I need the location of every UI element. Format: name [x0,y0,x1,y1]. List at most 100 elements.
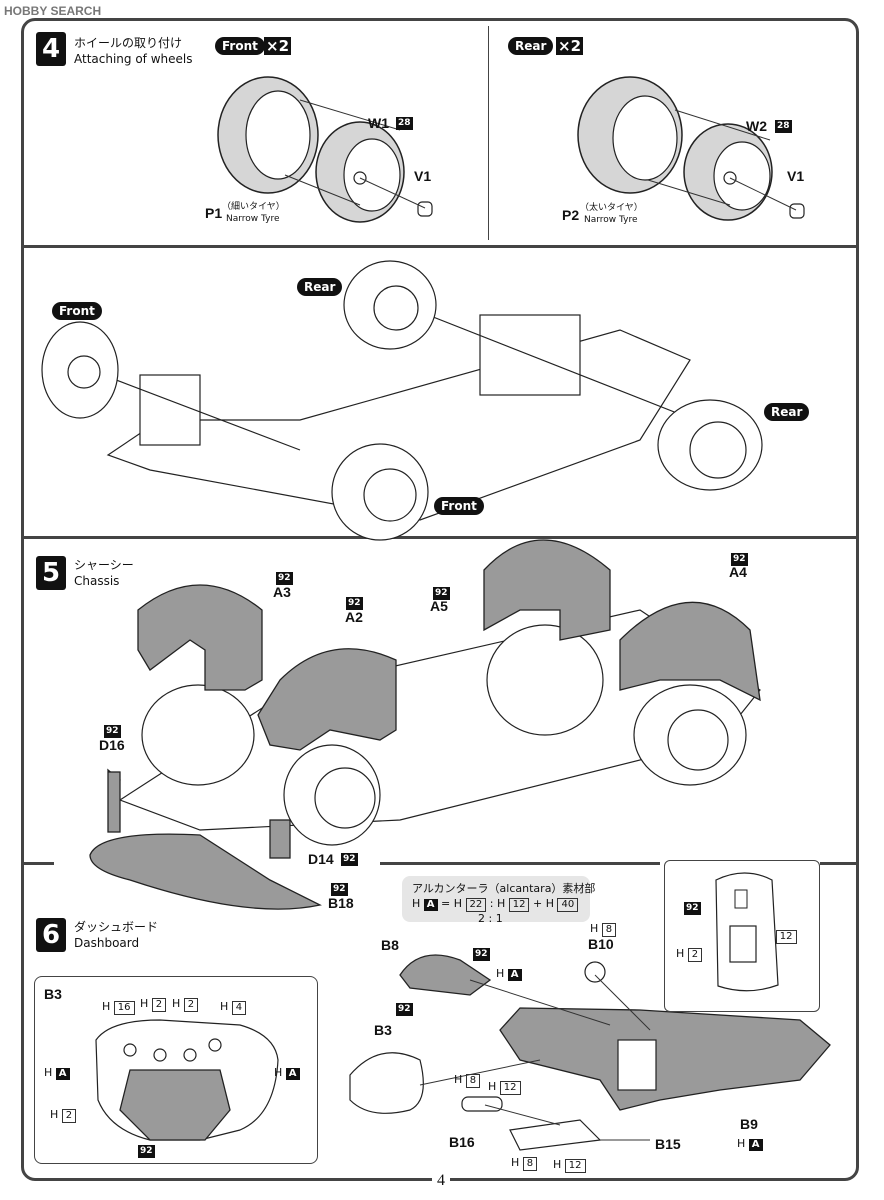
mix-40: 40 [557,898,579,912]
chassis-assembly-illustration [41,260,763,541]
part-b3: B3 [374,1022,392,1038]
code-4: 4 [231,1001,247,1015]
assembly-rear-label-1: Rear [297,278,343,296]
paint-d16: 92 [104,725,121,738]
paint-sw: 92 [138,1145,155,1158]
step4-title-ja: ホイールの取り付け [74,36,183,50]
h-label: H [676,947,685,960]
watermark: HOBBY SEARCH [4,4,102,18]
h-label: H [274,1066,283,1079]
divider-3 [24,862,54,865]
h-label: H [220,1000,229,1013]
code-12: 12 [564,1159,586,1173]
alcantara-title: アルカンターラ（alcantara）素材部 [412,882,596,895]
step4-number: 4 [36,32,66,66]
part-b9: B9 [740,1116,758,1132]
h-label: H [553,1158,562,1171]
b15-h8: H 8 [511,1156,538,1171]
paint-d14: 92 [341,853,358,866]
sw-h2-c: H 2 [50,1108,77,1123]
paint-inset: 92 [684,902,701,915]
code-a: A [285,1068,300,1080]
code-12: 12 [499,1081,521,1095]
part-p1: P1 [205,205,223,221]
part-w1: W1 [368,115,389,131]
paint-b8-top: 92 [473,948,490,961]
assembly-front-label-2: Front [434,497,484,515]
h-label: H [102,1000,111,1013]
h-label: H [488,1080,497,1093]
divider-3c [820,862,858,865]
step5-title-en: Chassis [74,574,120,588]
part-a5: A5 [430,598,448,614]
rear-label: Rear [508,37,554,55]
divider-1 [24,245,858,248]
step6-title-ja: ダッシュボード [74,920,159,934]
h-label: H [590,922,599,935]
b9-h-code: H A [737,1137,763,1151]
divider-2 [24,536,858,539]
h-label: H [412,897,421,910]
step5-title-ja: シャーシー [74,558,134,572]
part-a2: A2 [345,609,363,625]
part-v1-rear: V1 [787,168,805,184]
step4-title-en: Attaching of wheels [74,52,193,66]
steering-wheel-detail-box [34,976,318,1164]
h-label: H [453,897,463,910]
part-b16: B16 [449,1134,475,1150]
code-2: 2 [183,998,199,1012]
paint-a2: 92 [346,597,363,610]
step5-chassis-illustration [89,539,761,910]
part-b10: B10 [588,936,614,952]
b10-h-code: H 8 [590,922,617,937]
sw-h4: H 4 [220,1000,247,1015]
b15-h12: H 12 [553,1158,586,1173]
paint-w1: 28 [396,117,413,130]
alcantara-ratio: 2 : 1 [478,912,503,925]
paint-b18: 92 [331,883,348,896]
code-8: 8 [465,1074,481,1088]
paint-a3: 92 [276,572,293,585]
code-a: A [748,1139,763,1151]
code-8: 8 [601,923,617,937]
code-a: A [55,1068,70,1080]
alcantara-formula: H A = H 22 : H 12 + H 40 [412,897,579,912]
h-label: H [545,897,554,910]
part-d14: D14 [308,851,334,867]
h-label: H [737,1137,746,1150]
front-tyre-illustration [217,76,433,223]
p2-ja: （太いタイヤ） [580,203,643,213]
b3-box-title: B3 [44,986,62,1002]
h-label: H [50,1108,59,1121]
sw-h16: H 16 [102,1000,135,1015]
sw-ha-right: H A [274,1066,300,1080]
step6-number: 6 [36,918,66,952]
p2-en: Narrow Tyre [584,215,638,225]
part-v1-front: V1 [414,168,432,184]
front-multiplier: ×2 [264,37,292,55]
assembly-front-label-1: Front [52,302,102,320]
sw-ha-left: H A [44,1066,70,1080]
p1-en: Narrow Tyre [226,214,280,224]
code-12: 12 [775,930,797,944]
h-label: H [511,1156,520,1169]
part-d16: D16 [99,737,125,753]
part-b8: B8 [381,937,399,953]
paint-w2: 28 [775,120,792,133]
part-p2: P2 [562,207,580,223]
h-label: H [44,1066,53,1079]
code-a: A [507,969,522,981]
inset-h2: H 2 [676,947,703,962]
code-2: 2 [61,1109,77,1123]
h-label: H [496,897,506,910]
code-a: A [423,899,438,911]
rear-tyre-illustration [577,76,805,221]
step5-number: 5 [36,556,66,590]
front-label: Front [215,37,265,55]
code-2: 2 [687,948,703,962]
step6-title-en: Dashboard [74,936,140,950]
code-8: 8 [522,1157,538,1171]
paint-b8-bottom: 92 [396,1003,413,1016]
